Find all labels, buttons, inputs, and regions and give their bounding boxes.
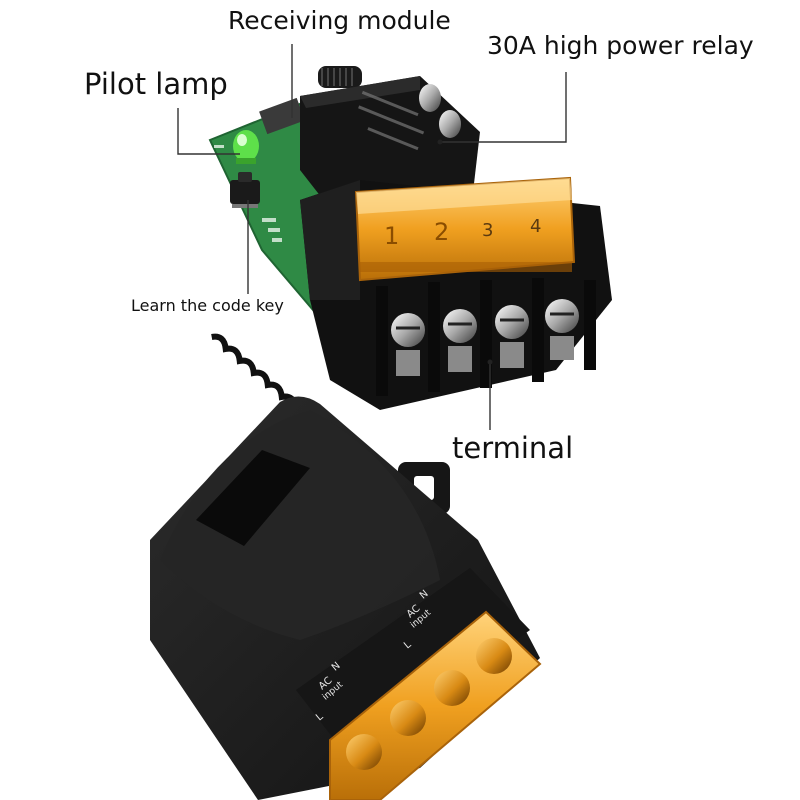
- marking-l: L: [314, 711, 326, 723]
- housing-screws: [346, 638, 512, 770]
- screw: [443, 309, 477, 372]
- receiving-module-chip: [259, 97, 305, 135]
- brass-screw: [346, 734, 382, 770]
- pilot-led: [233, 130, 259, 164]
- label-receiving-module: Receiving module: [228, 6, 451, 35]
- terminal-screws: [376, 278, 596, 396]
- housing-window: [196, 450, 310, 546]
- brass-screw: [434, 670, 470, 706]
- screw: [391, 313, 425, 376]
- brass-screw: [390, 700, 426, 736]
- leader-pilot-lamp: [177, 108, 240, 155]
- screw: [545, 299, 579, 360]
- leader-lines: [177, 44, 567, 430]
- marking-l: L: [402, 639, 414, 651]
- leader-high-power-relay: [440, 72, 567, 143]
- label-learn-code-key: Learn the code key: [131, 296, 284, 315]
- terminal-divider: [376, 278, 596, 396]
- learn-code-button: [230, 172, 260, 208]
- closed-housing: AC input L N AC input L N: [150, 333, 542, 800]
- pcb-silkscreen: [214, 145, 282, 242]
- terminal-cover: [354, 176, 576, 282]
- relay-board: 1 2 3 4: [208, 66, 612, 410]
- label-pilot-lamp: Pilot lamp: [84, 67, 228, 101]
- label-high-power-relay: 30A high power relay: [487, 31, 754, 60]
- cover-number-3: 3: [482, 220, 493, 241]
- label-terminal: terminal: [452, 431, 574, 465]
- leader-dot: [487, 359, 493, 365]
- leader-dot: [437, 139, 443, 145]
- board-antenna-coil: [318, 66, 362, 88]
- cover-number-1: 1: [384, 222, 399, 250]
- cover-number-2: 2: [434, 218, 449, 246]
- brass-screw: [476, 638, 512, 674]
- cover-number-4: 4: [530, 216, 541, 237]
- screw: [495, 305, 529, 368]
